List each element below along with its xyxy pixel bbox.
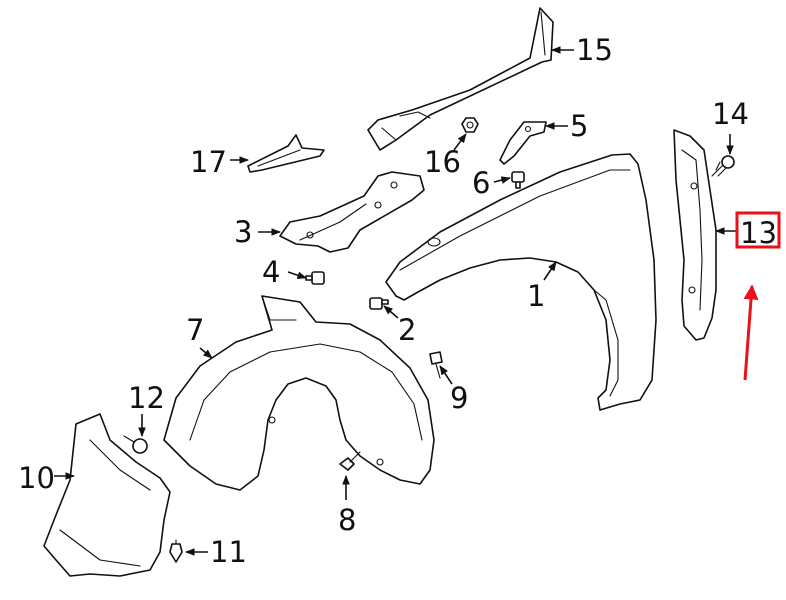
part-13-fender-seal[interactable] — [673, 129, 717, 341]
part-4-bolt[interactable] — [305, 271, 325, 285]
highlight-arrow — [743, 284, 759, 381]
callout-17: 17 — [190, 145, 227, 179]
callout-14: 14 — [712, 97, 749, 131]
callout-3: 3 — [234, 215, 252, 249]
part-1-fender[interactable] — [385, 153, 657, 411]
part-6-bolt[interactable] — [511, 171, 525, 189]
callout-1: 1 — [527, 279, 545, 313]
callout-8: 8 — [338, 503, 356, 537]
callout-12: 12 — [128, 381, 165, 415]
part-8-screw[interactable] — [339, 451, 361, 471]
part-3-support-bracket[interactable] — [279, 171, 425, 253]
callout-2: 2 — [398, 313, 416, 347]
callout-6: 6 — [472, 166, 490, 200]
leader-lines — [54, 46, 736, 556]
part-16-push-nut[interactable] — [461, 117, 479, 133]
highlight-box — [735, 211, 781, 249]
part-14-screw[interactable] — [711, 155, 735, 177]
callout-15: 15 — [576, 33, 613, 67]
highlight-part-13 — [735, 211, 781, 381]
part-2-bolt[interactable] — [369, 297, 389, 310]
part-15-reinforcement-rail[interactable] — [367, 7, 554, 151]
callout-5: 5 — [570, 109, 588, 143]
callout-10: 10 — [18, 461, 55, 495]
callout-11: 11 — [210, 535, 247, 569]
callout-13: 13 — [740, 216, 777, 250]
callout-7: 7 — [186, 313, 204, 347]
part-12-clip[interactable] — [123, 435, 148, 454]
callout-16: 16 — [424, 145, 461, 179]
part-10-splash-shield[interactable] — [43, 413, 171, 577]
callout-4: 4 — [262, 255, 280, 289]
callout-9: 9 — [450, 381, 468, 415]
part-9-screw[interactable] — [429, 351, 443, 379]
callout-labels: 1 2 3 4 5 6 7 8 9 10 11 12 13 14 15 16 1… — [18, 33, 777, 569]
part-5-bracket[interactable] — [499, 121, 547, 165]
part-7-wheel-liner[interactable] — [163, 295, 435, 491]
part-11-push-pin[interactable] — [169, 539, 183, 563]
part-17-bracket[interactable] — [247, 134, 325, 173]
